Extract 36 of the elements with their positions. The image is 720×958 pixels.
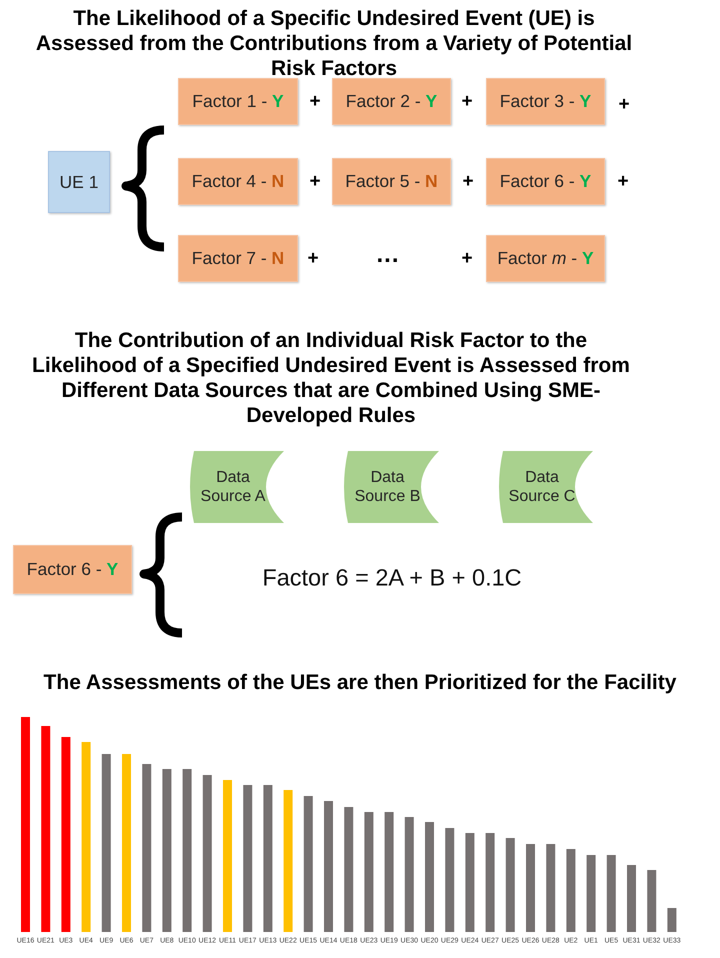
factor-box: [178, 235, 298, 282]
plus-sign: +: [618, 94, 630, 116]
formula: Factor 6 = 2A + B + 0.1C: [262, 564, 522, 592]
factor-label: Factor 1 - Y: [192, 91, 284, 112]
data-source-label: Data Source A: [200, 468, 266, 506]
factor-label: Factor 5 - N: [345, 171, 438, 192]
plus-sign: +: [462, 171, 474, 193]
factor-box: [13, 545, 132, 594]
plus-sign: +: [461, 91, 473, 113]
factor-box: [486, 235, 605, 282]
factor-label: Factor 6 - Y: [500, 171, 592, 192]
factor-box: [178, 78, 298, 125]
plus-sign: +: [617, 171, 629, 193]
plus-sign: +: [307, 248, 319, 270]
factor-box: [486, 158, 605, 205]
heading: The Assessments of the UEs are then Prioritized for the Facility: [42, 670, 678, 695]
plus-sign: +: [309, 171, 321, 193]
factor-label: Factor 7 - N: [192, 248, 284, 269]
data-source-label: Data Source C: [508, 468, 576, 506]
heading: The Contribution of an Individual Risk Factor to the Likelihood of a Specified Undesired Event is Assessed from Different Data Sources that are Combined Using SME-Developed Rules: [31, 328, 631, 428]
factor-label: Factor 6 - Y: [26, 559, 118, 580]
factor-label: Factor m - Y: [497, 248, 594, 269]
factor-box: [178, 158, 298, 205]
plus-sign: +: [309, 91, 321, 113]
factor-label: Factor 4 - N: [192, 171, 284, 192]
event-box: [48, 151, 110, 213]
heading: The Likelihood of a Specific Undesired Event (UE) is Assessed from the Contributions from a Variety of Potential Risk Factors: [34, 6, 634, 81]
ellipsis: ...: [376, 241, 400, 269]
factor-box: [332, 158, 451, 205]
factor-label: Factor 3 - Y: [500, 91, 592, 112]
factor-box: [332, 78, 451, 125]
factor-label: Factor 2 - Y: [346, 91, 438, 112]
data-source-label: Data Source B: [354, 468, 422, 506]
plus-sign: +: [461, 248, 473, 270]
factor-box: [486, 78, 605, 125]
event-label: UE 1: [60, 172, 98, 192]
